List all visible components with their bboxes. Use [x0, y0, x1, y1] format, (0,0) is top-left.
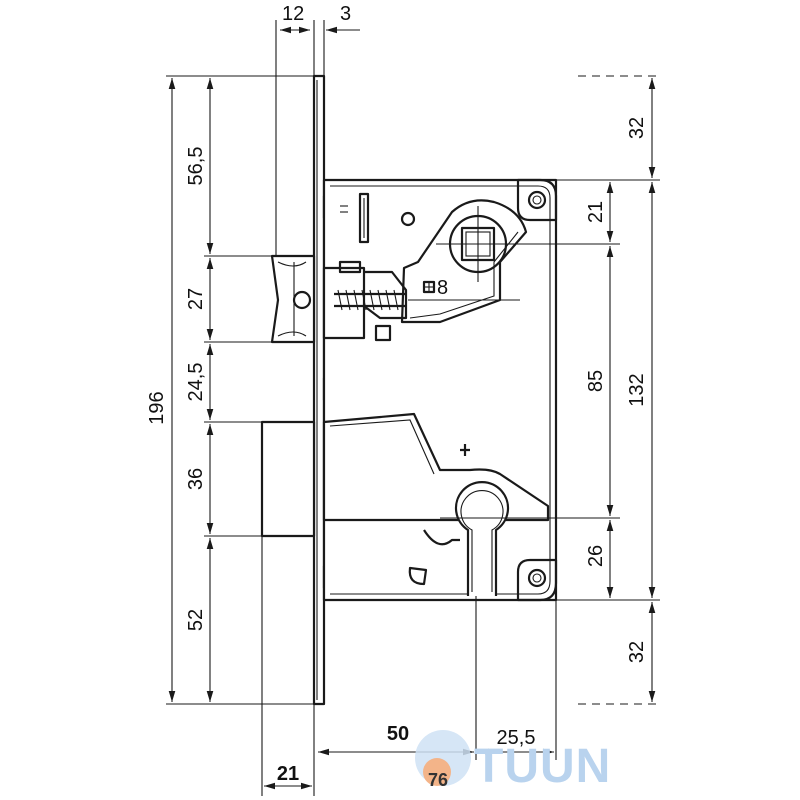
dimension-lines: [168, 26, 656, 790]
watermark-logo: 76 TUUN: [415, 730, 611, 793]
dim-27: 27: [185, 288, 207, 310]
follower-inner-edge: [409, 231, 519, 319]
dim-85: 85: [585, 370, 607, 392]
dimension-labels: 12 3 196 56,5 27 24,5 36 52 32 132 32 21…: [146, 3, 648, 785]
watermark-badge: [423, 758, 451, 786]
cam-stop: [408, 566, 428, 586]
dim-50: 50: [387, 723, 409, 745]
dim-26: 26: [585, 545, 607, 567]
dim-21-spindle: 21: [585, 201, 607, 223]
watermark-text: TUUN: [474, 740, 611, 793]
dim-21-bolt: 21: [277, 763, 299, 785]
dim-32-top: 32: [626, 117, 648, 139]
dim-52: 52: [185, 609, 207, 631]
dim-36: 36: [185, 468, 207, 490]
lock-body-inner-edge: [330, 185, 551, 595]
spindle-size-marker: [422, 280, 436, 294]
latch-spring-rod: [292, 260, 408, 342]
spindle-size-label: 8: [437, 277, 448, 299]
dim-196: 196: [146, 391, 168, 424]
cylinder-cam: [423, 529, 460, 546]
deadbolt: [260, 420, 316, 538]
dim-132: 132: [626, 373, 648, 406]
cylinder-cutout: [454, 480, 510, 596]
bolt-marker: [460, 444, 470, 456]
mount-hole-top: [516, 178, 558, 222]
faceplate: [312, 74, 326, 706]
internal-spring-detail: [340, 192, 370, 244]
dim-12: 12: [282, 3, 304, 25]
mount-hole-bottom: [516, 558, 558, 602]
dim-56-5: 56,5: [185, 147, 207, 186]
dim-32-bottom: 32: [626, 641, 648, 663]
dim-3: 3: [340, 3, 351, 25]
dim-76: 76: [428, 770, 448, 790]
body-small-hole: [400, 211, 416, 227]
extension-lines: [166, 20, 660, 796]
dim-25-5: 25,5: [497, 727, 536, 749]
dim-24-5: 24,5: [185, 363, 207, 402]
